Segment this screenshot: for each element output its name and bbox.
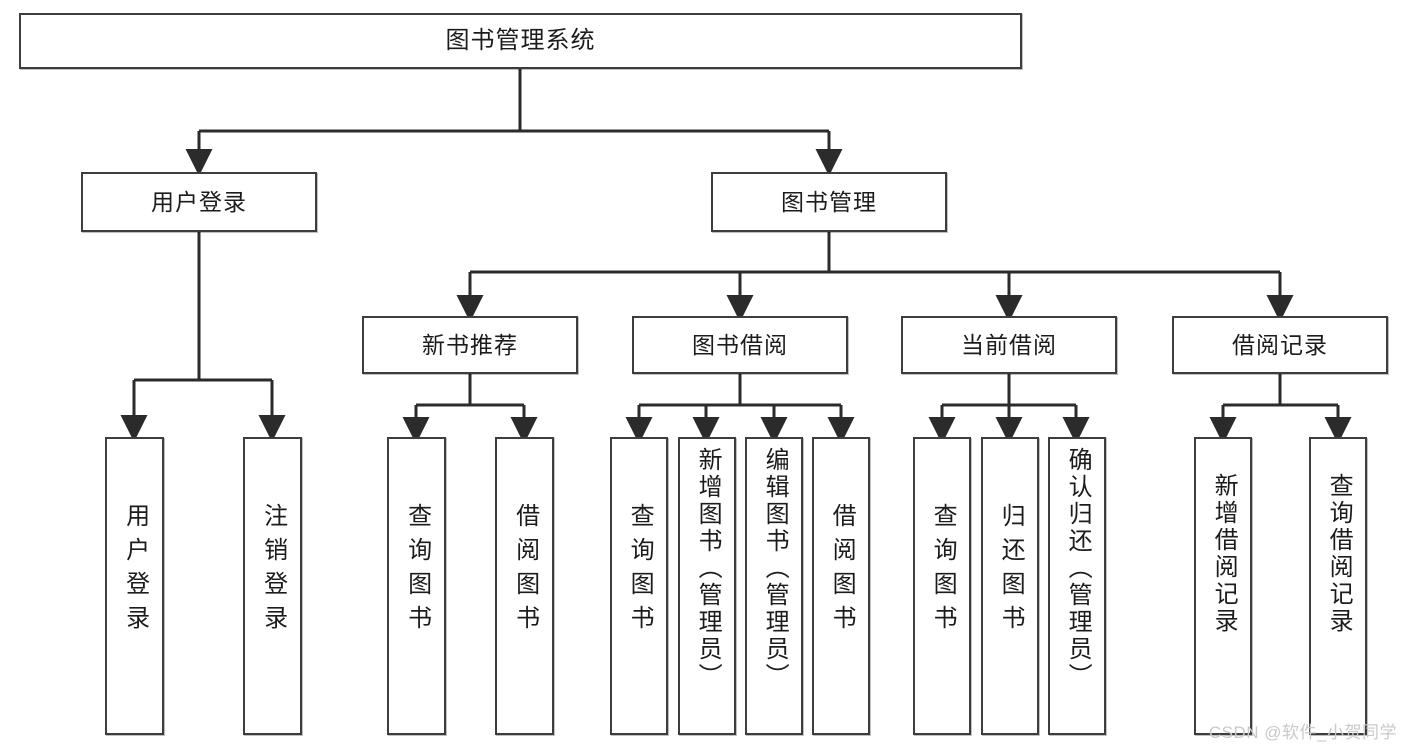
leaf-book-borrow-borrow-books[interactable]: 借阅图书 xyxy=(812,437,870,735)
node-book-borrow[interactable]: 图书借阅 xyxy=(632,316,848,374)
leaf-current-borrow-confirm-return-admin[interactable]: 确认归还（管理员） xyxy=(1048,437,1106,735)
leaf-new-book-borrow-books[interactable]: 借阅图书 xyxy=(495,437,554,735)
node-label: 图书管理系统 xyxy=(445,27,596,55)
node-label: 编辑图书（管理员） xyxy=(761,447,789,690)
leaf-current-borrow-return-books[interactable]: 归还图书 xyxy=(981,437,1039,735)
leaf-current-borrow-query-books[interactable]: 查询图书 xyxy=(913,437,971,735)
node-label: 用户登录 xyxy=(151,188,247,215)
watermark-text: CSDN @软件_小贺同学 xyxy=(1208,723,1397,742)
leaf-book-borrow-query-books[interactable]: 查询图书 xyxy=(610,437,668,735)
node-label: 确认归还（管理员） xyxy=(1064,447,1092,690)
leaf-user-login-logout[interactable]: 注销登录 xyxy=(243,437,302,735)
node-label: 查询图书 xyxy=(929,503,957,639)
node-new-book-recommend[interactable]: 新书推荐 xyxy=(362,316,578,374)
node-label: 图书管理 xyxy=(781,188,877,215)
leaf-book-borrow-add-book-admin[interactable]: 新增图书（管理员） xyxy=(678,437,736,735)
node-label: 借阅图书 xyxy=(828,503,856,639)
leaf-book-borrow-edit-book-admin[interactable]: 编辑图书（管理员） xyxy=(745,437,803,735)
node-label: 查询图书 xyxy=(626,503,654,639)
node-label: 借阅图书 xyxy=(511,503,539,639)
node-borrow-record[interactable]: 借阅记录 xyxy=(1172,316,1388,374)
node-root-system[interactable]: 图书管理系统 xyxy=(19,13,1022,69)
node-current-borrow[interactable]: 当前借阅 xyxy=(901,316,1117,374)
node-label: 新书推荐 xyxy=(422,331,518,358)
leaf-borrow-record-add-record[interactable]: 新增借阅记录 xyxy=(1194,437,1252,735)
node-label: 用户登录 xyxy=(121,503,149,639)
node-label: 当前借阅 xyxy=(961,331,1057,358)
node-label: 注销登录 xyxy=(259,503,287,639)
node-label: 借阅记录 xyxy=(1232,331,1328,358)
node-book-management[interactable]: 图书管理 xyxy=(711,172,947,232)
node-label: 新增借阅记录 xyxy=(1210,473,1238,635)
leaf-borrow-record-query-record[interactable]: 查询借阅记录 xyxy=(1309,437,1367,735)
node-label: 查询图书 xyxy=(403,503,431,639)
node-label: 新增图书（管理员） xyxy=(694,447,722,690)
node-label: 图书借阅 xyxy=(692,331,788,358)
node-label: 查询借阅记录 xyxy=(1325,473,1353,635)
leaf-new-book-query-books[interactable]: 查询图书 xyxy=(387,437,446,735)
node-label: 归还图书 xyxy=(997,503,1025,639)
node-user-login[interactable]: 用户登录 xyxy=(81,172,317,232)
leaf-user-login-login[interactable]: 用户登录 xyxy=(105,437,164,735)
